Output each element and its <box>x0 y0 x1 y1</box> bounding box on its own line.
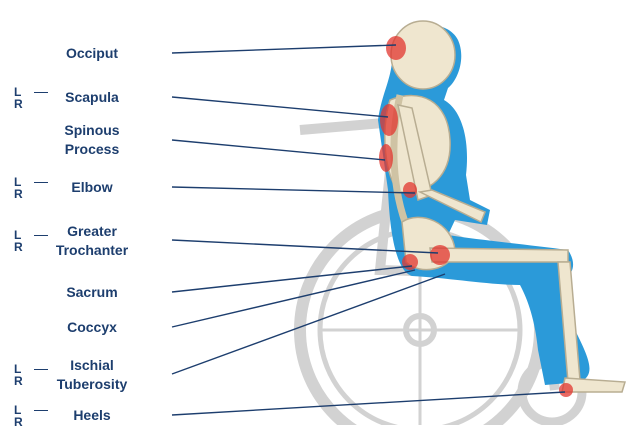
pressure-greater-trochanter <box>430 245 450 265</box>
leader-lines <box>172 45 565 415</box>
side-marker-dash <box>34 182 48 183</box>
pressure-spinous-process <box>379 144 393 172</box>
side-marker-dash <box>34 92 48 93</box>
right-marker: R <box>14 188 28 200</box>
left-marker: L <box>14 176 28 188</box>
label-coccyx: Coccyx <box>17 318 167 337</box>
pressure-heel <box>559 383 573 397</box>
right-marker: R <box>14 98 28 110</box>
right-marker: R <box>14 375 28 387</box>
left-marker: L <box>14 404 28 416</box>
label-spinous-process-line: Spinous <box>17 121 167 140</box>
label-occiput-line: Occiput <box>17 44 167 63</box>
leader-line-elbow <box>172 187 415 193</box>
leader-line-scapula <box>172 97 388 117</box>
leader-line-spinous-process <box>172 140 385 160</box>
leader-line-occiput <box>172 45 396 53</box>
label-coccyx-line: Coccyx <box>17 318 167 337</box>
side-marker-dash <box>34 235 48 236</box>
label-ischial-tuberosity-line: Tuberosity <box>17 375 167 394</box>
femur <box>430 248 568 262</box>
side-marker-dash <box>34 369 48 370</box>
label-sacrum: Sacrum <box>17 283 167 302</box>
right-marker: R <box>14 241 28 253</box>
label-sacrum-line: Sacrum <box>17 283 167 302</box>
pressure-scapula <box>380 104 398 136</box>
label-spinous-process-line: Process <box>17 140 167 159</box>
pressure-elbow <box>403 182 417 198</box>
left-marker: L <box>14 86 28 98</box>
label-occiput: Occiput <box>17 44 167 63</box>
label-greater-trochanter-line: Greater <box>17 222 167 241</box>
label-ischial-tuberosity-line: Ischial <box>17 356 167 375</box>
pressure-occiput <box>386 36 406 60</box>
side-marker-dash <box>34 410 48 411</box>
right-marker: R <box>14 416 28 428</box>
pressure-sacrum <box>402 254 418 270</box>
label-greater-trochanter-line: Trochanter <box>17 241 167 260</box>
